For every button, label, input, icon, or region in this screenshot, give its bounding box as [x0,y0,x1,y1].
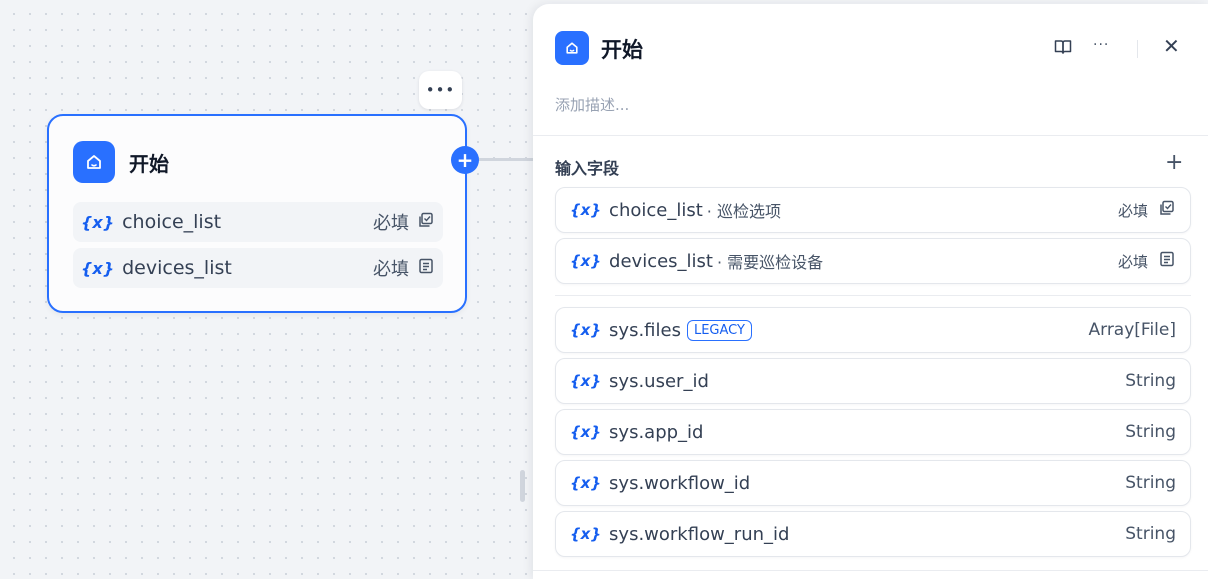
variable-name: devices_list [122,257,232,279]
variable-icon: {x} [570,252,602,270]
required-label: 必填 [1117,201,1148,220]
field-name: sys.app_id [609,421,704,443]
add-next-node-button[interactable]: + [451,146,479,174]
field-name: sys.workflow_id [609,472,751,494]
field-name: sys.user_id [609,370,709,392]
close-icon[interactable]: ✕ [1163,34,1180,58]
field-name: choice_list [609,199,703,221]
node-more-button[interactable]: ••• [419,71,462,109]
checkbox-list-icon [1158,199,1176,222]
start-node[interactable]: 开始 {x} choice_list 必填 {x} devices_list 必… [47,114,467,313]
section-title-input-fields: 输入字段 [555,159,620,178]
variable-icon: {x} [81,258,115,278]
home-icon [73,141,115,183]
divider [555,295,1191,296]
add-field-icon[interactable]: + [1165,150,1184,175]
system-var-files[interactable]: {x} sys.files LEGACY Array[File] [555,307,1191,353]
home-icon [555,31,589,65]
field-name: sys.workflow_run_id [609,523,790,545]
variable-icon: {x} [81,212,115,232]
legacy-badge: LEGACY [686,319,752,341]
required-label: 必填 [373,259,409,280]
node-variable-choice-list[interactable]: {x} choice_list 必填 [73,202,443,242]
variable-icon: {x} [570,201,602,219]
system-var-app-id[interactable]: {x} sys.app_id String [555,409,1191,455]
field-type: String [1125,524,1176,544]
field-label: · 需要巡检设备 [717,253,824,272]
system-var-user-id[interactable]: {x} sys.user_id String [555,358,1191,404]
panel-title[interactable]: 开始 [601,38,643,62]
description-input[interactable]: 添加描述... [555,96,630,114]
input-field-devices-list[interactable]: {x} devices_list · 需要巡检设备 必填 [555,238,1191,284]
required-label: 必填 [1117,252,1148,271]
more-options-icon[interactable]: ··· [1093,37,1110,53]
field-label: · 巡检选项 [706,202,781,221]
field-name: sys.files [609,319,681,341]
divider [533,570,1208,571]
variable-icon: {x} [570,372,602,390]
node-config-panel: 开始 ··· ✕ 添加描述... 输入字段 + {x} choice_list … [533,4,1208,579]
divider [533,135,1208,136]
system-var-workflow-run-id[interactable]: {x} sys.workflow_run_id String [555,511,1191,557]
node-variable-devices-list[interactable]: {x} devices_list 必填 [73,248,443,288]
checkbox-list-icon [417,211,435,234]
field-name: devices_list [609,250,713,272]
variable-icon: {x} [570,525,602,543]
input-field-choice-list[interactable]: {x} choice_list · 巡检选项 必填 [555,187,1191,233]
paragraph-icon [1158,250,1176,273]
variable-icon: {x} [570,423,602,441]
edge-connector [478,158,536,161]
book-icon[interactable] [1053,37,1073,61]
panel-resize-handle[interactable] [520,470,525,502]
node-title: 开始 [129,151,169,176]
header-separator [1137,40,1138,58]
field-type: Array[File] [1088,320,1177,340]
node-header: 开始 [73,141,169,183]
variable-icon: {x} [570,474,602,492]
field-type: String [1125,473,1176,493]
field-type: String [1125,422,1176,442]
variable-icon: {x} [570,321,602,339]
system-var-workflow-id[interactable]: {x} sys.workflow_id String [555,460,1191,506]
paragraph-icon [417,257,435,280]
required-label: 必填 [373,213,409,234]
variable-name: choice_list [122,211,222,233]
field-type: String [1125,371,1176,391]
